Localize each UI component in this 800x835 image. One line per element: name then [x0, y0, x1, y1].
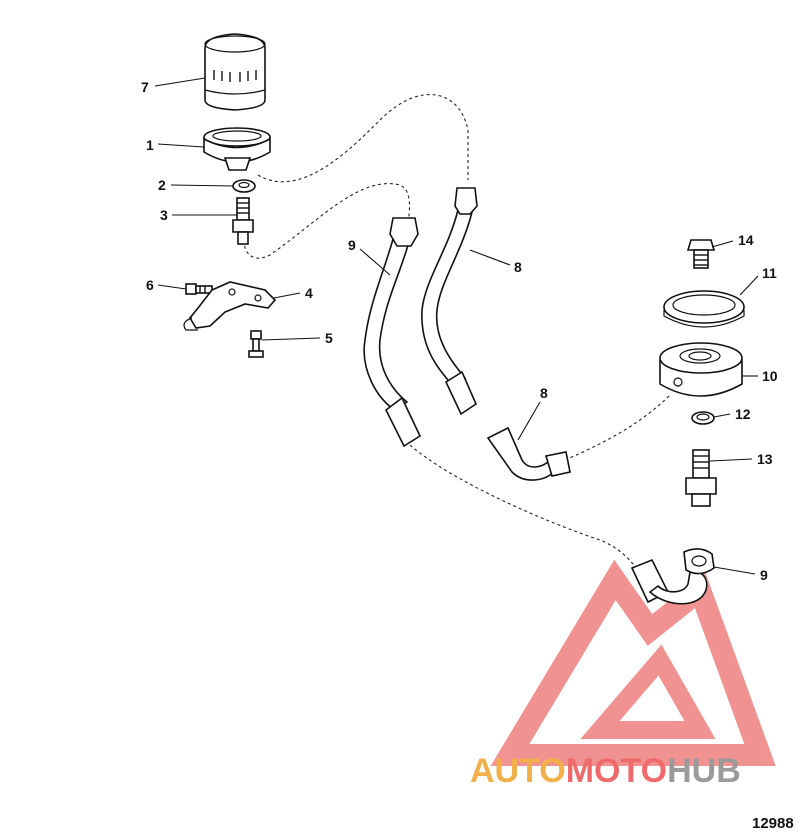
callout-9-lower: 9: [760, 567, 768, 583]
callout-13: 13: [757, 451, 773, 467]
leader-lines: [154, 77, 759, 575]
watermark-brand-auto: AUTO: [470, 752, 566, 790]
callout-7: 7: [141, 79, 149, 95]
part-13-threaded-nipple: [685, 449, 717, 507]
part-4-mounting-bracket: [183, 281, 277, 331]
callout-12: 12: [735, 406, 751, 422]
part-5-screw: [248, 330, 264, 358]
watermark-brand: AUTOMOTOHUB: [470, 752, 741, 790]
callout-10: 10: [762, 368, 778, 384]
callout-4: 4: [305, 285, 313, 301]
callout-14: 14: [738, 232, 754, 248]
watermark-brand-hub: HUB: [667, 752, 741, 790]
part-12-o-ring: [691, 411, 715, 425]
part-7-oil-filter: [204, 33, 266, 111]
callout-6: 6: [146, 277, 154, 293]
hose-9-lower: [630, 548, 715, 605]
watermark-triangle-icon: [490, 559, 776, 766]
watermark-inner-triangle-icon: [580, 644, 716, 739]
callout-8-upper: 8: [514, 259, 522, 275]
callout-8-lower: 8: [540, 385, 548, 401]
callout-2: 2: [158, 177, 166, 193]
part-11-seal-ring: [663, 290, 745, 328]
dashed-routing-lines: [243, 94, 671, 571]
callout-1: 1: [146, 137, 154, 153]
figure-number: 12988: [752, 815, 794, 832]
callout-5: 5: [325, 330, 333, 346]
part-3-threaded-fitting: [232, 197, 254, 245]
callout-9-upper: 9: [348, 237, 356, 253]
part-10-adapter-housing: [659, 342, 743, 397]
part-14-fitting: [686, 239, 716, 269]
callout-numbers: 7 1 2 3 6 4 5 9 8 14 11 10 8 12 13 9: [141, 79, 778, 583]
part-2-washer: [232, 179, 256, 193]
callout-11: 11: [762, 265, 777, 281]
watermark-logo: [490, 559, 776, 766]
hose-8-upper: [421, 187, 478, 416]
hose-9-upper: [363, 217, 422, 448]
callout-3: 3: [160, 207, 168, 223]
hose-8-lower: [486, 426, 571, 481]
part-6-bolt: [185, 283, 213, 295]
watermark-brand-moto: MOTO: [566, 752, 667, 790]
part-1-filter-adapter: [203, 127, 271, 171]
